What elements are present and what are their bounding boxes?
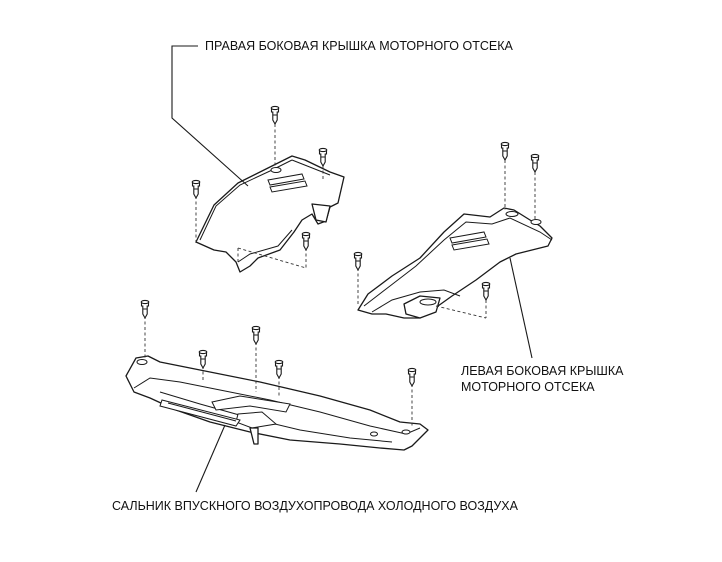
right-engine-side-cover [195,155,345,273]
bolt-icon [353,251,363,271]
bolt-icon [274,359,284,379]
left-engine-side-cover [357,207,553,319]
bolt-icon [407,367,417,387]
bolt-icon [530,153,540,173]
left-cover-leader-line [509,257,533,359]
left-cover-bolt-guides [357,160,536,319]
right-cover-label: ПРАВАЯ БОКОВАЯ КРЫШКА МОТОРНОГО ОТСЕКА [205,39,514,53]
bolt-icon [191,179,201,199]
bolt-icon [198,349,208,369]
seal-leader-line [195,424,226,493]
bolt-icon [301,231,311,251]
bolt-icon [481,281,491,301]
right-cover-bolt-guides [195,124,324,269]
bolt-icon [318,147,328,167]
bolt-icon [270,105,280,125]
bolt-icon [251,325,261,345]
left-cover-label-line1: ЛЕВАЯ БОКОВАЯ КРЫШКА [461,364,624,378]
left-cover-label-line2: МОТОРНОГО ОТСЕКА [461,380,595,394]
bolt-icon [140,299,150,319]
cool-air-intake-duct-seal [125,355,429,451]
right-cover-leader-line [171,45,249,187]
seal-label: САЛЬНИК ВПУСКНОГО ВОЗДУХОПРОВОДА ХОЛОДНО… [112,499,519,513]
bolt-icon [500,141,510,161]
